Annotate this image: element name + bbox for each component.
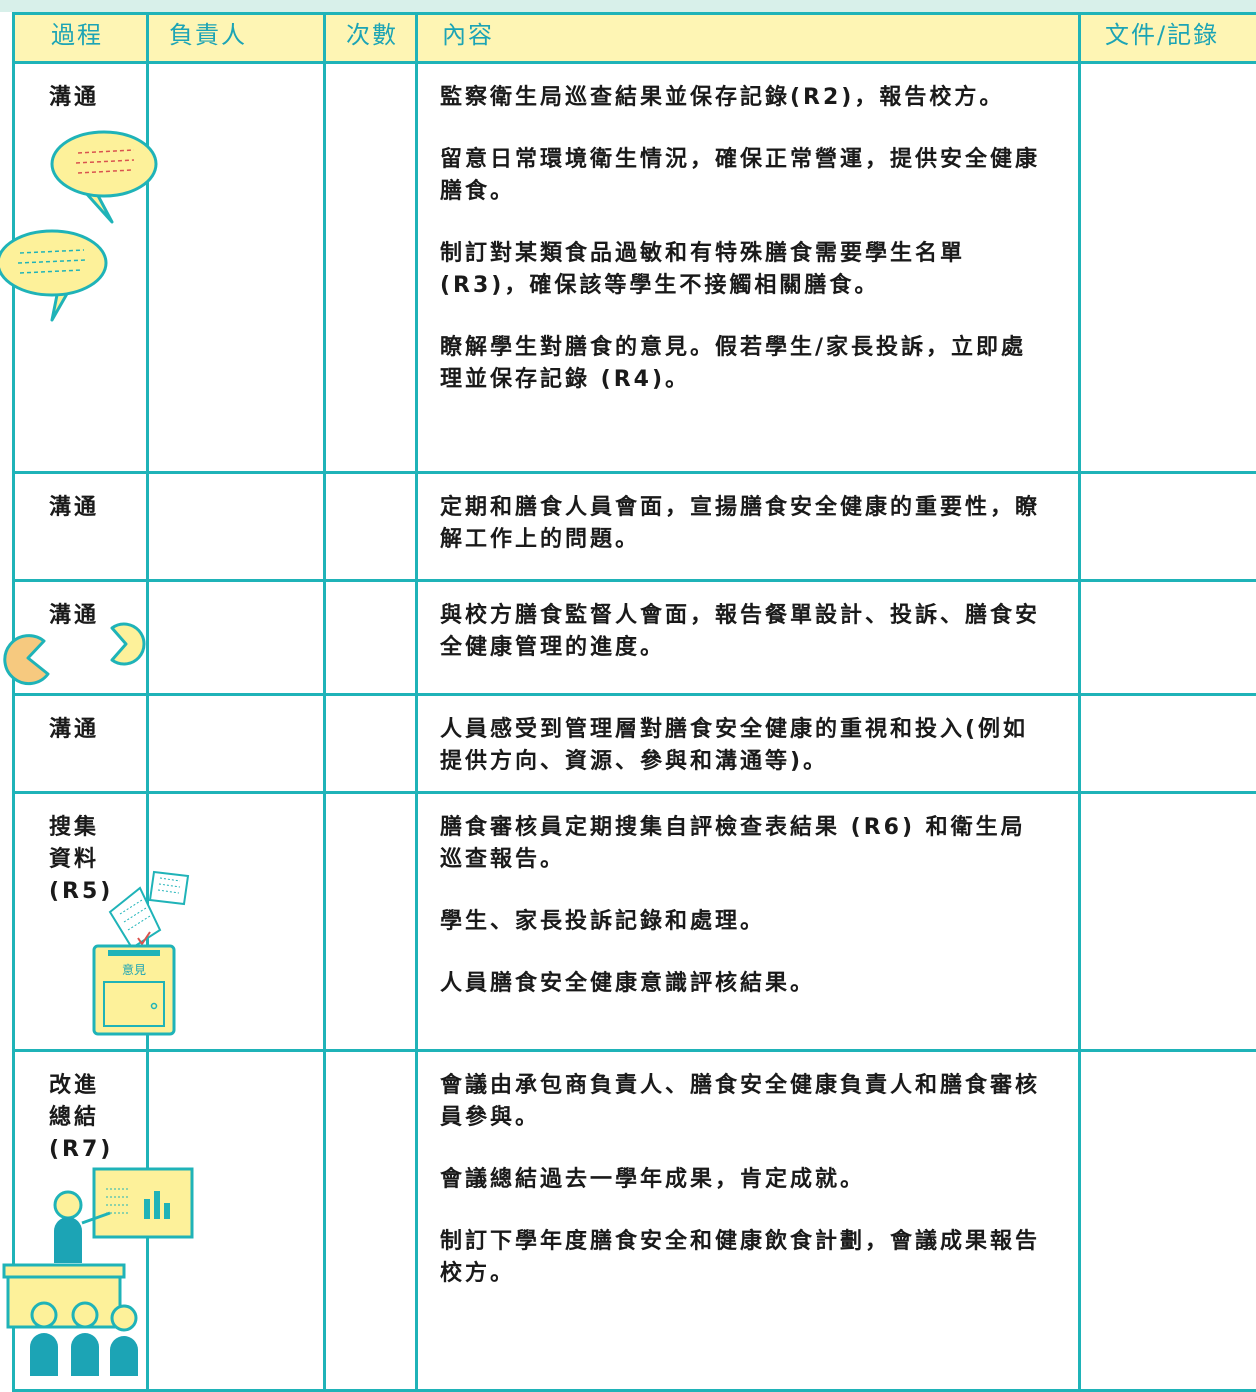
table-row: 溝通 人員感受到管理層對膳食安全健康的重視和投入(例如提供方向、資源、參與和溝通… <box>14 695 1256 793</box>
header-content: 內容 <box>417 14 1080 63</box>
content-item: 監察衛生局巡查結果並保存記錄(R2)，報告校方。 <box>440 82 1048 114</box>
content-item: 會議總結過去一學年成果，肯定成就。 <box>440 1164 1048 1196</box>
table-row: 溝通 定期和膳食人員會面，宣揚膳食安全健康的重要性，瞭解工作上的問題。 <box>14 473 1256 581</box>
responsible-cell <box>148 473 325 581</box>
frequency-cell <box>325 695 417 793</box>
table-row: 溝通 監察衛生局巡查結果並保存記錄(R2)，報告校方。 留意日常環境衛生情況，確… <box>14 63 1256 473</box>
responsible-cell <box>148 63 325 473</box>
content-cell: 膳食審核員定期搜集自評檢查表結果 (R6) 和衛生局巡查報告。 學生、家長投訴記… <box>417 793 1080 1051</box>
pacman-icon <box>5 636 48 684</box>
content-item: 制訂下學年度膳食安全和健康飲食計劃，會議成果報告校方。 <box>440 1226 1048 1290</box>
responsible-cell <box>148 695 325 793</box>
header-process: 過程 <box>14 14 148 63</box>
podium-icon <box>4 1265 124 1327</box>
content-item: 定期和膳食人員會面，宣揚膳食安全健康的重要性，瞭解工作上的問題。 <box>440 492 1048 556</box>
content-cell: 人員感受到管理層對膳食安全健康的重視和投入(例如提供方向、資源、參與和溝通等)。 <box>417 695 1080 793</box>
speech-bubble-icon <box>52 132 156 222</box>
documents-cell <box>1080 793 1256 1051</box>
content-item: 與校方膳食監督人會面，報告餐單設計、投訴、膳食安全健康管理的進度。 <box>440 600 1048 664</box>
top-strip <box>0 0 1256 12</box>
pacman-icon <box>112 624 144 664</box>
content-item: 人員膳食安全健康意識評核結果。 <box>440 968 1048 1000</box>
content-cell: 定期和膳食人員會面，宣揚膳食安全健康的重要性，瞭解工作上的問題。 <box>417 473 1080 581</box>
process-line: 改進 <box>49 1070 146 1102</box>
responsible-cell <box>148 581 325 695</box>
content-item: 制訂對某類食品過敏和有特殊膳食需要學生名單(R3)，確保該等學生不接觸相關膳食。 <box>440 238 1048 302</box>
audience-icon <box>30 1303 138 1376</box>
presenter-icon <box>54 1192 82 1263</box>
documents-cell <box>1080 695 1256 793</box>
documents-cell <box>1080 581 1256 695</box>
frequency-cell <box>325 473 417 581</box>
content-cell: 與校方膳食監督人會面，報告餐單設計、投訴、膳食安全健康管理的進度。 <box>417 581 1080 695</box>
table-row: 溝通 與校方膳食監督人會面，報告餐單設計、投訴、膳食安全健康管理的進度。 <box>14 581 1256 695</box>
header-documents: 文件/記錄 <box>1080 14 1256 63</box>
header-row: 過程 負責人 次數 內容 文件/記錄 <box>14 14 1256 63</box>
process-line: 搜集 <box>49 812 146 844</box>
content-item: 瞭解學生對膳食的意見。假若學生/家長投訴，立即處理並保存記錄 (R4)。 <box>440 332 1048 396</box>
suggestion-box-icon: 意見 <box>94 946 174 1034</box>
suggestion-box-illustration: 意見 <box>90 860 200 1040</box>
content-item: 學生、家長投訴記錄和處理。 <box>440 906 1048 938</box>
process-cell: 溝通 <box>14 473 148 581</box>
presentation-board-icon <box>94 1169 192 1237</box>
frequency-cell <box>325 581 417 695</box>
frequency-cell <box>325 793 417 1051</box>
pacman-illustration <box>0 608 160 688</box>
frequency-cell <box>325 63 417 473</box>
paper-icon <box>110 872 188 948</box>
content-item: 留意日常環境衛生情況，確保正常營運，提供安全健康膳食。 <box>440 144 1048 208</box>
process-cell: 溝通 <box>14 695 148 793</box>
process-line: 總結 <box>49 1102 146 1134</box>
speech-bubbles-illustration <box>0 120 170 330</box>
content-cell: 會議由承包商負責人、膳食安全健康負責人和膳食審核員參與。 會議總結過去一學年成果… <box>417 1051 1080 1391</box>
process-line: (R7) <box>49 1134 146 1166</box>
content-item: 膳食審核員定期搜集自評檢查表結果 (R6) 和衛生局巡查報告。 <box>440 812 1048 876</box>
header-frequency: 次數 <box>325 14 417 63</box>
suggestion-box-label: 意見 <box>122 962 146 977</box>
content-item: 人員感受到管理層對膳食安全健康的重視和投入(例如提供方向、資源、參與和溝通等)。 <box>440 714 1048 778</box>
documents-cell <box>1080 1051 1256 1391</box>
documents-cell <box>1080 473 1256 581</box>
header-responsible: 負責人 <box>148 14 325 63</box>
content-item: 會議由承包商負責人、膳食安全健康負責人和膳食審核員參與。 <box>440 1070 1048 1134</box>
documents-cell <box>1080 63 1256 473</box>
meeting-illustration <box>0 1165 200 1376</box>
content-cell: 監察衛生局巡查結果並保存記錄(R2)，報告校方。 留意日常環境衛生情況，確保正常… <box>417 63 1080 473</box>
frequency-cell <box>325 1051 417 1391</box>
speech-bubble-icon <box>0 231 106 320</box>
